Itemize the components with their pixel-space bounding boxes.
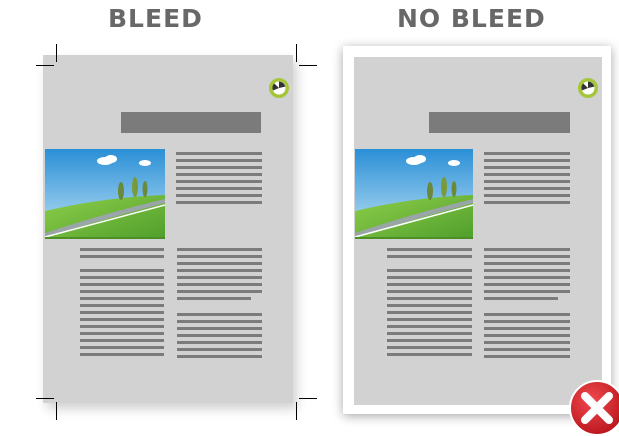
pie-logo-icon [268,77,290,99]
landscape-photo-icon [355,149,473,239]
pie-logo-icon [577,77,599,99]
bleed-title: BLEED [108,4,203,33]
no-bleed-title: NO BLEED [397,4,546,33]
landscape-photo-icon [45,149,165,239]
headline-bar [429,112,570,133]
close-x-icon [567,376,619,436]
headline-bar [121,112,261,133]
